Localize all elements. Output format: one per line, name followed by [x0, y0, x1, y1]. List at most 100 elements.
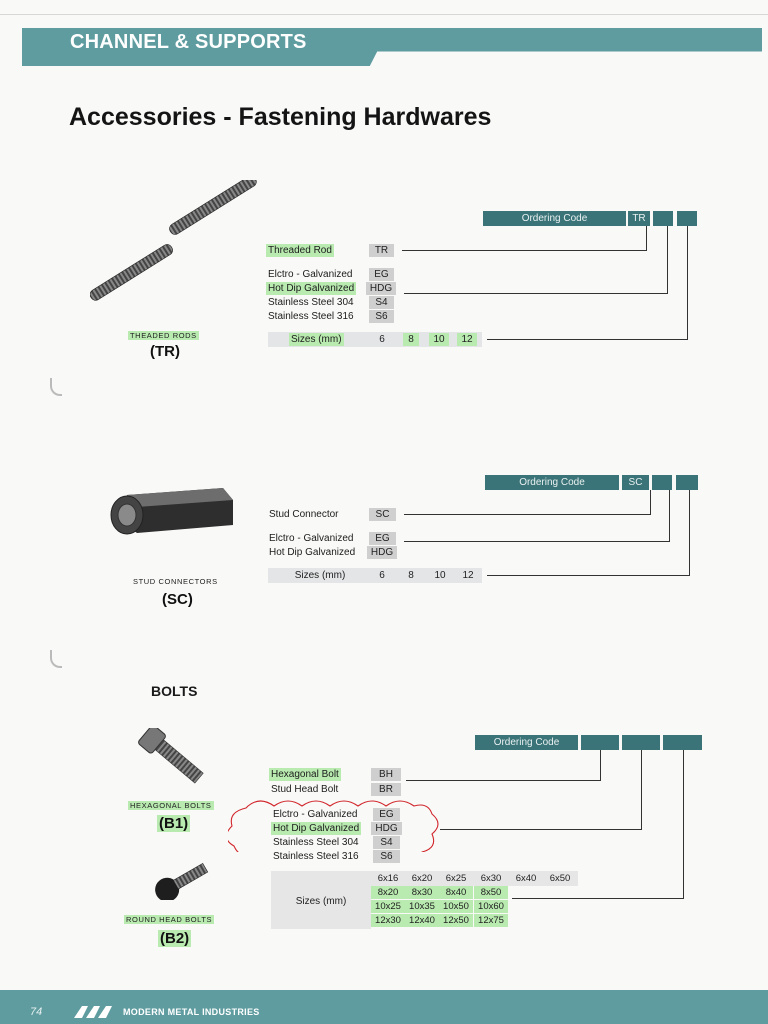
punch-mark: [50, 650, 62, 668]
bolts-finish-label-3: Stainless Steel 316: [273, 851, 359, 862]
company-logo-icon: [74, 1006, 112, 1018]
bolts-size-cell: 8x40: [439, 886, 473, 899]
bolts-size-cell: 10x50: [439, 900, 473, 913]
page-number: 74: [30, 1006, 43, 1018]
stud-code-caption: (SC): [162, 591, 193, 608]
bolts-size-cell: 10x35: [405, 900, 439, 913]
bolts-size-cell: 12x40: [405, 914, 439, 927]
bolts-finish-code-1: HDG: [371, 822, 402, 835]
bolts-finish-code-0: EG: [373, 808, 400, 821]
bolts-leader-product: [406, 780, 600, 781]
stud-code-box-3: [676, 475, 698, 490]
bolts-finish-label-0: Elctro - Galvanized: [273, 809, 358, 820]
bolts-size-cell: 10x25: [371, 900, 405, 913]
stud-leader-product: [404, 514, 650, 515]
stud-leader-finish-v: [669, 490, 670, 542]
round-head-bolt-illustration: [155, 862, 209, 900]
stud-product-label: Stud Connector: [269, 509, 339, 520]
rods-leader-product-v: [646, 226, 647, 251]
rods-leader-finish: [404, 293, 668, 294]
rods-size-1: 8: [403, 333, 419, 346]
rods-finish-label-2: Stainless Steel 304: [268, 297, 354, 308]
punch-mark: [50, 378, 62, 396]
bolts-size-cell: 8x20: [371, 886, 405, 899]
rods-finish-label-3: Stainless Steel 316: [268, 311, 354, 322]
bolts-sizes-label: Sizes (mm): [295, 896, 347, 907]
bolts-size-cell: 6x20: [411, 873, 433, 884]
rods-finish-code-2: S4: [369, 296, 394, 309]
stud-product-code: SC: [369, 508, 396, 521]
banner-title: CHANNEL & SUPPORTS: [70, 31, 307, 53]
bolts-leader-sizes: [512, 898, 683, 899]
bolts-finish-label-1: Hot Dip Galvanized: [271, 822, 362, 835]
rods-code-box-2: [653, 211, 673, 226]
company-name: MODERN METAL INDUSTRIES: [123, 1007, 260, 1017]
stud-leader-finish: [404, 541, 670, 542]
bolts-size-cell: 6x25: [445, 873, 467, 884]
stud-code-box-2: [652, 475, 672, 490]
bolts-size-cell: 6x40: [515, 873, 537, 884]
bolts-leader-finish: [440, 829, 642, 830]
bolts-size-cell: 6x50: [549, 873, 571, 884]
round-bolts-code: (B2): [158, 930, 192, 947]
top-rule: [0, 14, 768, 15]
bolts-size-cell: 6x30: [480, 873, 502, 884]
bolts-code-box-1: [581, 735, 619, 750]
bolts-code-box-2: [622, 735, 660, 750]
markup-cloud: [228, 800, 439, 852]
rods-finish-label-1: Hot Dip Galvanized: [266, 282, 357, 295]
rods-sizes-label: Sizes (mm): [289, 333, 344, 346]
bolts-size-cell: 12x50: [439, 914, 473, 927]
hex-bolts-caption: HEXAGONAL BOLTS: [128, 801, 214, 810]
round-bolts-caption: ROUND HEAD BOLTS: [124, 915, 215, 924]
rods-leader-finish-v: [667, 226, 668, 294]
rods-finish-label-0: Elctro - Galvanized: [268, 269, 353, 280]
stud-leader-product-v: [650, 490, 651, 515]
rods-code-caption: (TR): [150, 343, 180, 360]
rods-product-label: Threaded Rod: [266, 244, 334, 257]
stud-ordering-code-label: Ordering Code: [485, 475, 619, 490]
bolts-size-cell: 10x60: [474, 900, 508, 913]
bolts-product-code-1: BR: [371, 783, 401, 796]
rods-product-code: TR: [369, 244, 394, 257]
bolts-size-cell: 8x30: [405, 886, 439, 899]
bolts-sizes-row-0-bg: [371, 871, 578, 886]
stud-finish-code-1: HDG: [367, 546, 397, 559]
bolts-finish-code-2: S4: [373, 836, 400, 849]
stud-size-1: 8: [408, 570, 414, 581]
bolts-product-label-1: Stud Head Bolt: [271, 784, 339, 795]
rods-caption: THEADED RODS: [128, 331, 199, 340]
bolts-finish-code-3: S6: [373, 850, 400, 863]
stud-caption: STUD CONNECTORS: [133, 577, 218, 586]
stud-size-2: 10: [434, 570, 446, 581]
stud-sizes-label: Sizes (mm): [294, 570, 346, 581]
bolts-ordering-code-label: Ordering Code: [475, 735, 578, 750]
rods-finish-code-0: EG: [369, 268, 394, 281]
rods-size-0: 6: [379, 334, 385, 345]
rods-finish-code-3: S6: [369, 310, 394, 323]
stud-connector-illustration: [110, 488, 233, 535]
bolts-finish-label-2: Stainless Steel 304: [273, 837, 359, 848]
stud-size-3: 12: [462, 570, 474, 581]
bolts-size-cell: 8x50: [474, 886, 508, 899]
stud-finish-label-1: Hot Dip Galvanized: [269, 547, 356, 558]
bolts-code-box-3: [663, 735, 702, 750]
bolts-size-cell: 6x16: [377, 873, 399, 884]
stud-sizes-bar: [268, 568, 482, 583]
hexagonal-bolt-illustration: [138, 728, 204, 784]
bolts-product-code-0: BH: [371, 768, 401, 781]
bolts-size-cell: 12x75: [474, 914, 508, 927]
bolts-product-label-0: Hexagonal Bolt: [269, 768, 341, 781]
stud-size-0: 6: [379, 570, 385, 581]
stud-code-box-1: SC: [622, 475, 649, 490]
bolts-leader-sizes-v: [683, 750, 684, 899]
rods-leader-sizes: [487, 339, 687, 340]
rods-leader-sizes-v: [687, 226, 688, 340]
threaded-rod-illustration: [90, 180, 257, 301]
stud-finish-code-0: EG: [369, 532, 396, 545]
rods-size-3: 12: [457, 333, 477, 346]
bolts-size-grid: 6x16 6x20 6x25 6x30 6x40 6x50 8x20 8x30 …: [371, 871, 578, 929]
rods-code-box-1: TR: [628, 211, 650, 226]
stud-leader-sizes-v: [689, 490, 690, 576]
bolts-leader-finish-v: [641, 750, 642, 830]
